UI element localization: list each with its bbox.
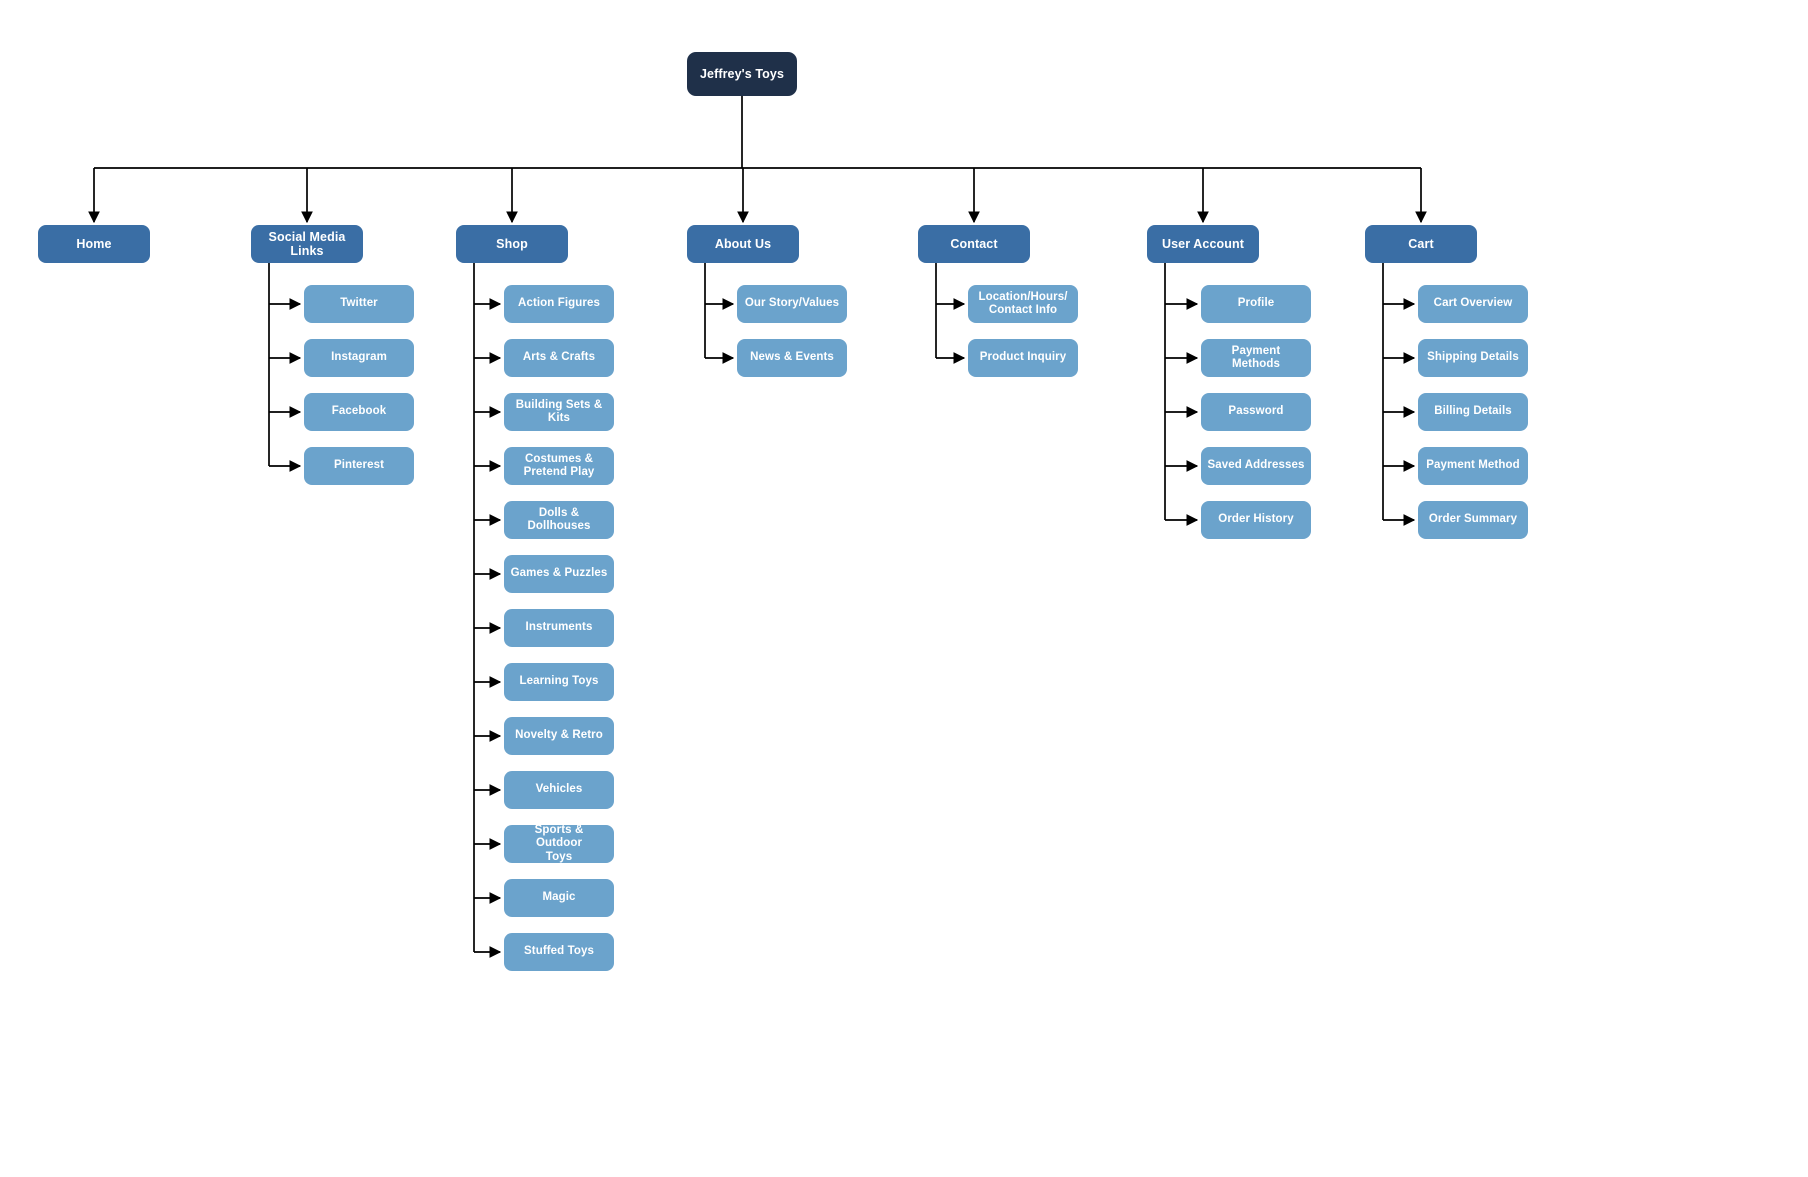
leaf-node-instagram[interactable]: Instagram bbox=[304, 339, 414, 377]
node-label: Costumes & Pretend Play bbox=[523, 452, 595, 478]
leaf-node-payment-methods[interactable]: Payment Methods bbox=[1201, 339, 1311, 377]
leaf-node-payment-method[interactable]: Payment Method bbox=[1418, 447, 1528, 485]
section-node-user-account[interactable]: User Account bbox=[1147, 225, 1259, 263]
leaf-node-saved-addresses[interactable]: Saved Addresses bbox=[1201, 447, 1311, 485]
node-label: Facebook bbox=[331, 405, 387, 418]
node-label: Instruments bbox=[525, 621, 593, 634]
node-label: Product Inquiry bbox=[979, 351, 1067, 364]
leaf-node-stuffed-toys[interactable]: Stuffed Toys bbox=[504, 933, 614, 971]
node-label: Payment Methods bbox=[1231, 344, 1281, 370]
leaf-node-sports-outdoor-toys[interactable]: Sports & Outdoor Toys bbox=[504, 824, 614, 863]
leaf-node-location-hours-contact-info[interactable]: Location/Hours/ Contact Info bbox=[968, 285, 1078, 323]
leaf-node-learning-toys[interactable]: Learning Toys bbox=[504, 663, 614, 701]
node-label: Contact bbox=[950, 236, 998, 251]
node-label: Sports & Outdoor Toys bbox=[534, 824, 584, 863]
node-label: Action Figures bbox=[518, 297, 600, 310]
node-label: Cart Overview bbox=[1433, 297, 1513, 310]
section-node-shop[interactable]: Shop bbox=[456, 225, 568, 263]
leaf-node-our-story-values[interactable]: Our Story/Values bbox=[737, 285, 847, 323]
leaf-node-pinterest[interactable]: Pinterest bbox=[304, 447, 414, 485]
node-label: Building Sets & Kits bbox=[515, 398, 603, 424]
node-label: Cart bbox=[1408, 236, 1434, 251]
node-label: News & Events bbox=[750, 351, 834, 364]
node-label: Billing Details bbox=[1434, 405, 1512, 418]
node-label: Social Media Links bbox=[268, 229, 346, 258]
node-label: Dolls & Dollhouses bbox=[527, 506, 591, 532]
node-label: Vehicles bbox=[535, 783, 583, 796]
node-label: Arts & Crafts bbox=[522, 351, 596, 364]
node-label: Novelty & Retro bbox=[515, 729, 603, 742]
node-label: Saved Addresses bbox=[1207, 459, 1305, 472]
leaf-node-costumes-pretend-play[interactable]: Costumes & Pretend Play bbox=[504, 447, 614, 485]
node-label: Instagram bbox=[331, 351, 387, 364]
section-node-home[interactable]: Home bbox=[38, 225, 150, 263]
node-label: Order History bbox=[1218, 513, 1294, 526]
leaf-node-news-events[interactable]: News & Events bbox=[737, 339, 847, 377]
leaf-node-facebook[interactable]: Facebook bbox=[304, 393, 414, 431]
leaf-node-games-puzzles[interactable]: Games & Puzzles bbox=[504, 555, 614, 593]
node-label: Magic bbox=[542, 891, 576, 904]
node-label: Shipping Details bbox=[1427, 351, 1519, 364]
section-node-cart[interactable]: Cart bbox=[1365, 225, 1477, 263]
section-node-social-media-links[interactable]: Social Media Links bbox=[251, 225, 363, 263]
node-label: Games & Puzzles bbox=[510, 567, 608, 580]
node-label: Our Story/Values bbox=[744, 297, 840, 310]
leaf-node-order-history[interactable]: Order History bbox=[1201, 501, 1311, 539]
root-node-jeffrey-s-toys[interactable]: Jeffrey's Toys bbox=[687, 52, 797, 96]
leaf-node-password[interactable]: Password bbox=[1201, 393, 1311, 431]
leaf-node-dolls-dollhouses[interactable]: Dolls & Dollhouses bbox=[504, 501, 614, 539]
node-label: Home bbox=[76, 236, 112, 251]
section-node-contact[interactable]: Contact bbox=[918, 225, 1030, 263]
leaf-node-action-figures[interactable]: Action Figures bbox=[504, 285, 614, 323]
leaf-node-cart-overview[interactable]: Cart Overview bbox=[1418, 285, 1528, 323]
leaf-node-arts-crafts[interactable]: Arts & Crafts bbox=[504, 339, 614, 377]
node-label: Shop bbox=[496, 236, 528, 251]
node-label: Location/Hours/ Contact Info bbox=[978, 290, 1068, 316]
node-label: Twitter bbox=[340, 297, 378, 310]
leaf-node-novelty-retro[interactable]: Novelty & Retro bbox=[504, 717, 614, 755]
leaf-node-instruments[interactable]: Instruments bbox=[504, 609, 614, 647]
section-node-about-us[interactable]: About Us bbox=[687, 225, 799, 263]
node-label: User Account bbox=[1161, 236, 1244, 251]
node-label: Profile bbox=[1237, 297, 1275, 310]
leaf-node-twitter[interactable]: Twitter bbox=[304, 285, 414, 323]
leaf-node-profile[interactable]: Profile bbox=[1201, 285, 1311, 323]
leaf-node-vehicles[interactable]: Vehicles bbox=[504, 771, 614, 809]
node-label: Payment Method bbox=[1426, 459, 1520, 472]
leaf-node-order-summary[interactable]: Order Summary bbox=[1418, 501, 1528, 539]
node-label: Jeffrey's Toys bbox=[699, 66, 785, 81]
node-label: Order Summary bbox=[1428, 513, 1518, 526]
node-label: Pinterest bbox=[333, 459, 385, 472]
leaf-node-building-sets-kits[interactable]: Building Sets & Kits bbox=[504, 393, 614, 431]
node-label: Stuffed Toys bbox=[524, 945, 594, 958]
leaf-node-magic[interactable]: Magic bbox=[504, 879, 614, 917]
node-label: About Us bbox=[714, 236, 772, 251]
node-label: Password bbox=[1228, 405, 1284, 418]
node-label: Learning Toys bbox=[519, 675, 599, 688]
leaf-node-shipping-details[interactable]: Shipping Details bbox=[1418, 339, 1528, 377]
leaf-node-product-inquiry[interactable]: Product Inquiry bbox=[968, 339, 1078, 377]
leaf-node-billing-details[interactable]: Billing Details bbox=[1418, 393, 1528, 431]
